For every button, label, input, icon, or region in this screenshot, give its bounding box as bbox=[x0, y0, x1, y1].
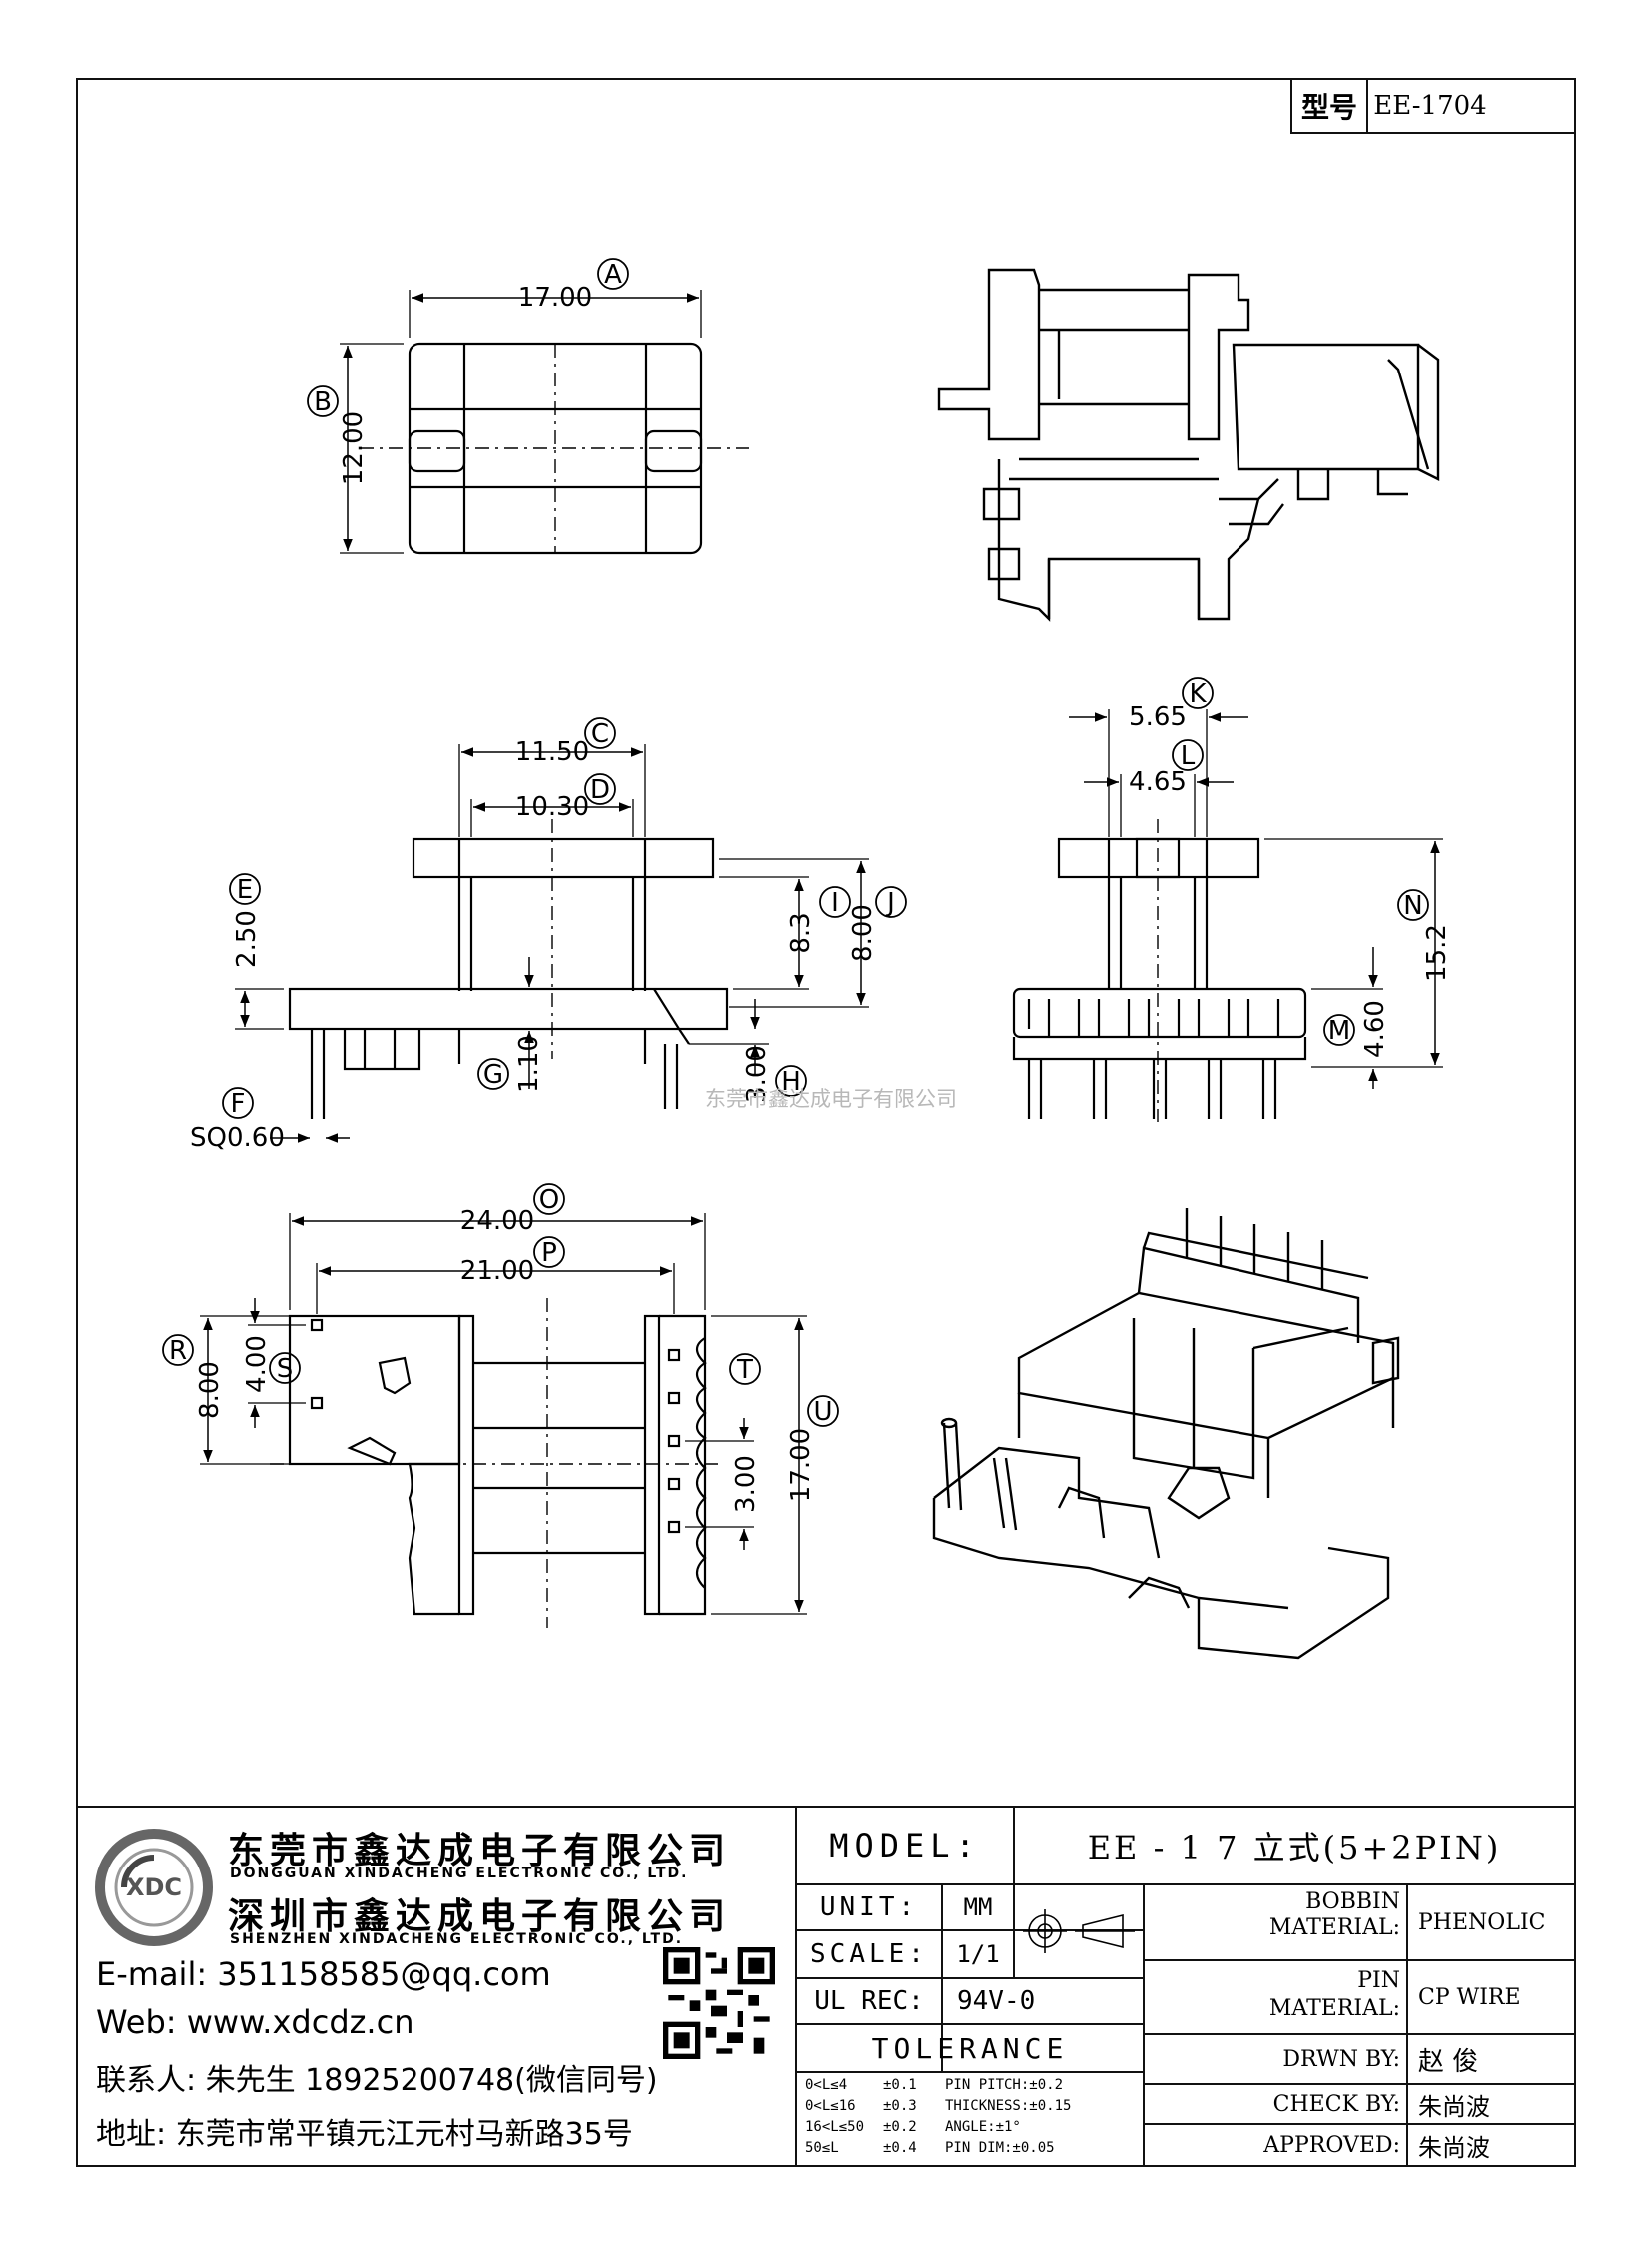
dimension-values: 17.00 12.00 11.50 10.30 2.50 SQ0.60 1.10… bbox=[190, 283, 1452, 1513]
dim-A-value: 17.00 bbox=[518, 283, 592, 313]
isometric-view-top bbox=[937, 268, 1440, 622]
dim-letter-J: J bbox=[885, 888, 895, 918]
dim-F-value: SQ0.60 bbox=[190, 1123, 285, 1153]
check-by-value: 朱尚波 bbox=[1418, 2092, 1490, 2121]
dim-letter-U: U bbox=[813, 1397, 832, 1427]
dim-letter-N: N bbox=[1403, 891, 1422, 921]
spec-grid: MODEL: EE - 1 7 立式(5+2PIN) UNIT: MM SCAL… bbox=[797, 1808, 1574, 2165]
scale-label: SCALE: bbox=[810, 1939, 928, 1969]
dim-letter-B: B bbox=[314, 387, 332, 417]
dim-letter-F: F bbox=[231, 1089, 246, 1119]
dim-R-value: 8.00 bbox=[195, 1361, 225, 1419]
dim-letter-L: L bbox=[1181, 741, 1196, 771]
approved-label: APPROVED: bbox=[1263, 2132, 1400, 2158]
drawn-by-label: DRWN BY: bbox=[1282, 2046, 1400, 2072]
model-label: MODEL: bbox=[829, 1827, 981, 1865]
dim-letter-D: D bbox=[590, 775, 610, 805]
contact-text: 联系人: 朱先生 18925200748(微信同号) bbox=[96, 2063, 658, 2098]
dim-J-value: 8.00 bbox=[848, 904, 878, 962]
dim-letter-S: S bbox=[277, 1354, 294, 1384]
dim-M-value: 4.60 bbox=[1360, 1000, 1390, 1058]
pin-material-value: CP WIRE bbox=[1418, 1984, 1521, 2010]
dim-I-value: 8.3 bbox=[786, 912, 816, 953]
projection-symbol-icon bbox=[1023, 1909, 1135, 1953]
bobbin-material-value: PHENOLIC bbox=[1418, 1909, 1546, 1935]
dim-letter-I: I bbox=[831, 888, 839, 918]
company2-name-cn: 深圳市鑫达成电子有限公司 bbox=[228, 1896, 732, 1937]
unit-label: UNIT: bbox=[819, 1892, 919, 1922]
company-name-cn: 东莞市鑫达成电子有限公司 bbox=[228, 1831, 732, 1871]
dim-letter-P: P bbox=[541, 1238, 557, 1268]
company-name-en: DONGGUAN XINDACHENG ELECTRONIC CO., LTD. bbox=[230, 1866, 689, 1881]
ulrec-label: UL REC: bbox=[814, 1986, 924, 2016]
company-panel: XDC 东莞市鑫达成电子有限公司 DONGGUAN XINDACHENG ELE… bbox=[78, 1808, 797, 2165]
dim-S-value: 4.00 bbox=[242, 1335, 272, 1393]
dim-L-value: 4.65 bbox=[1129, 767, 1187, 797]
logo-text: XDC bbox=[126, 1873, 182, 1901]
dim-letter-K: K bbox=[1189, 679, 1207, 709]
tolerance-label: TOLERANCE bbox=[871, 2031, 1069, 2065]
dim-E-value: 2.50 bbox=[232, 910, 262, 968]
ulrec-value: 94V-0 bbox=[957, 1986, 1036, 2016]
isometric-view-bottom bbox=[932, 1208, 1400, 1660]
watermark: 东莞市鑫达成电子有限公司 bbox=[705, 1087, 957, 1111]
dimension-markers: A B C D E F G H I J K L M N O P R S T bbox=[162, 258, 1429, 1427]
dim-U-value: 17.00 bbox=[786, 1428, 816, 1502]
drawn-by-value: 赵 俊 bbox=[1418, 2046, 1479, 2077]
approved-value: 朱尚波 bbox=[1418, 2133, 1490, 2162]
technical-drawing: A B C D E F G H I J K L M N O P R S T bbox=[162, 258, 1452, 1660]
side-view bbox=[1012, 709, 1443, 1128]
bobbin-material-label: BOBBIN MATERIAL: bbox=[1268, 1889, 1400, 1940]
dim-letter-O: O bbox=[539, 1185, 559, 1215]
dim-letter-R: R bbox=[169, 1336, 187, 1366]
model-number-box: 型号 EE-1704 bbox=[1290, 78, 1576, 134]
scale-value: 1/1 bbox=[956, 1940, 1000, 1968]
pin-material-label: PIN MATERIAL: bbox=[1268, 1968, 1400, 2021]
dim-N-value: 15.2 bbox=[1422, 924, 1452, 982]
dim-P-value: 21.00 bbox=[460, 1256, 534, 1286]
front-view bbox=[235, 744, 869, 1143]
unit-value: MM bbox=[963, 1893, 993, 1921]
dim-H-value: 3.00 bbox=[742, 1045, 772, 1103]
web-text[interactable]: Web: www.xdcdz.cn bbox=[96, 2003, 414, 2041]
dim-letter-C: C bbox=[591, 719, 609, 749]
title-block: XDC 东莞市鑫达成电子有限公司 DONGGUAN XINDACHENG ELE… bbox=[76, 1806, 1576, 2167]
model-number-value: EE-1704 bbox=[1373, 91, 1487, 121]
dim-K-value: 5.65 bbox=[1129, 702, 1187, 732]
check-by-label: CHECK BY: bbox=[1272, 2091, 1400, 2117]
model-value: EE - 1 7 立式(5+2PIN) bbox=[1087, 1829, 1502, 1867]
dim-C-value: 11.50 bbox=[515, 737, 589, 767]
dim-O-value: 24.00 bbox=[460, 1206, 534, 1236]
company2-name-en: SHENZHEN XINDACHENG ELECTRONIC CO., LTD. bbox=[230, 1931, 684, 1947]
model-number-label: 型号 bbox=[1292, 80, 1368, 132]
company-logo: XDC bbox=[95, 1829, 213, 1946]
qr-code-icon bbox=[663, 1947, 775, 2059]
address-text: 地址: 东莞市常平镇元江元村马新路35号 bbox=[96, 2117, 633, 2152]
dim-letter-H: H bbox=[781, 1067, 801, 1097]
bottom-view bbox=[200, 1213, 807, 1628]
dim-letter-T: T bbox=[736, 1355, 753, 1385]
dim-G-value: 1.10 bbox=[514, 1035, 544, 1093]
dim-B-value: 12.00 bbox=[339, 411, 369, 485]
dim-letter-A: A bbox=[604, 260, 622, 290]
dim-letter-E: E bbox=[237, 875, 253, 905]
dim-T-value: 3.00 bbox=[731, 1455, 761, 1513]
dim-letter-G: G bbox=[483, 1060, 503, 1090]
email-text[interactable]: E-mail: 351158585@qq.com bbox=[96, 1955, 551, 1993]
dim-letter-M: M bbox=[1328, 1016, 1350, 1046]
top-view bbox=[340, 290, 749, 555]
dim-D-value: 10.30 bbox=[515, 792, 589, 822]
